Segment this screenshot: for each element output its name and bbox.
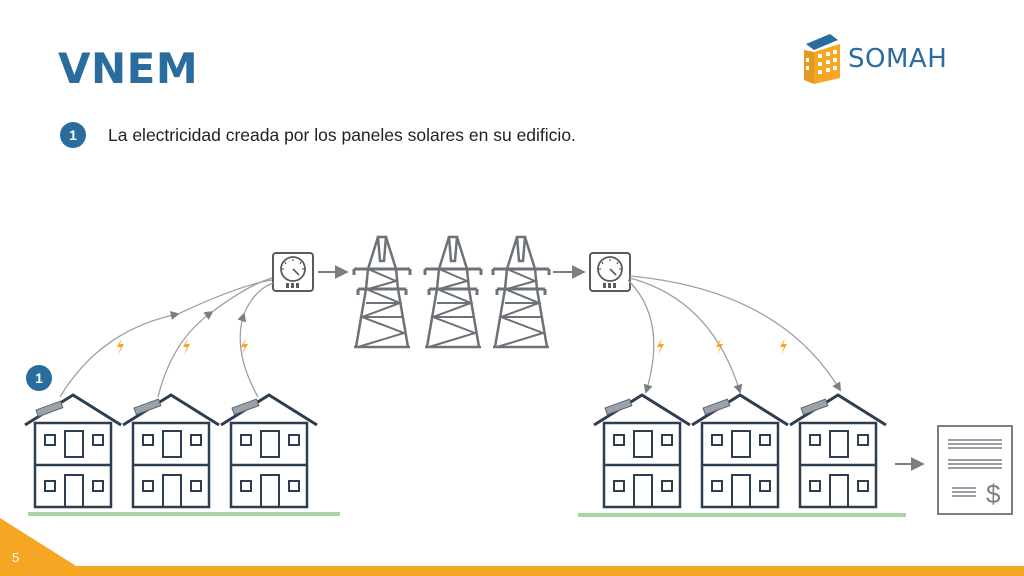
bill-dollar-sign: $ [986, 479, 1001, 509]
slide-title: VNEM [58, 44, 199, 93]
solar-panel-icon [231, 398, 260, 416]
flow-line [211, 277, 273, 313]
flow-line [177, 279, 273, 315]
lightning-bolt-icon [657, 338, 664, 355]
footer-bar [0, 566, 1024, 576]
lightning-bolt-icon [780, 338, 787, 355]
solar-panel-icon [800, 398, 829, 416]
electric-meter-icon [272, 252, 314, 292]
flow-line [237, 312, 259, 398]
building-with-solar-panels-logo-icon [804, 34, 840, 84]
corner-decoration [0, 518, 92, 576]
flow-line [59, 311, 180, 398]
lightning-bolt-icon [183, 338, 190, 355]
lightning-bolt-icon [117, 338, 124, 355]
flow-line [243, 282, 274, 315]
transmission-tower-icon [491, 235, 551, 349]
flow-line [157, 310, 214, 398]
step-text: La electricidad creada por los paneles s… [108, 125, 576, 145]
transmission-tower-icon [352, 235, 412, 349]
somah-logo: SOMAH [800, 30, 970, 86]
solar-panel-icon [604, 398, 633, 416]
electric-meter-icon [589, 252, 631, 292]
solar-panel-icon [133, 398, 162, 416]
solar-panel-icon [35, 400, 64, 418]
house-step-badge: 1 [26, 365, 52, 391]
utility-bill-icon: $ [937, 425, 1013, 515]
step-number-badge: 1 [60, 122, 86, 148]
flow-line [627, 279, 655, 394]
flow-line [629, 275, 841, 392]
transmission-tower-icon [423, 235, 483, 349]
solar-panel-icon [702, 398, 731, 416]
logo-text: SOMAH [848, 44, 948, 74]
page-number: 5 [12, 550, 20, 565]
flow-line [629, 277, 743, 394]
